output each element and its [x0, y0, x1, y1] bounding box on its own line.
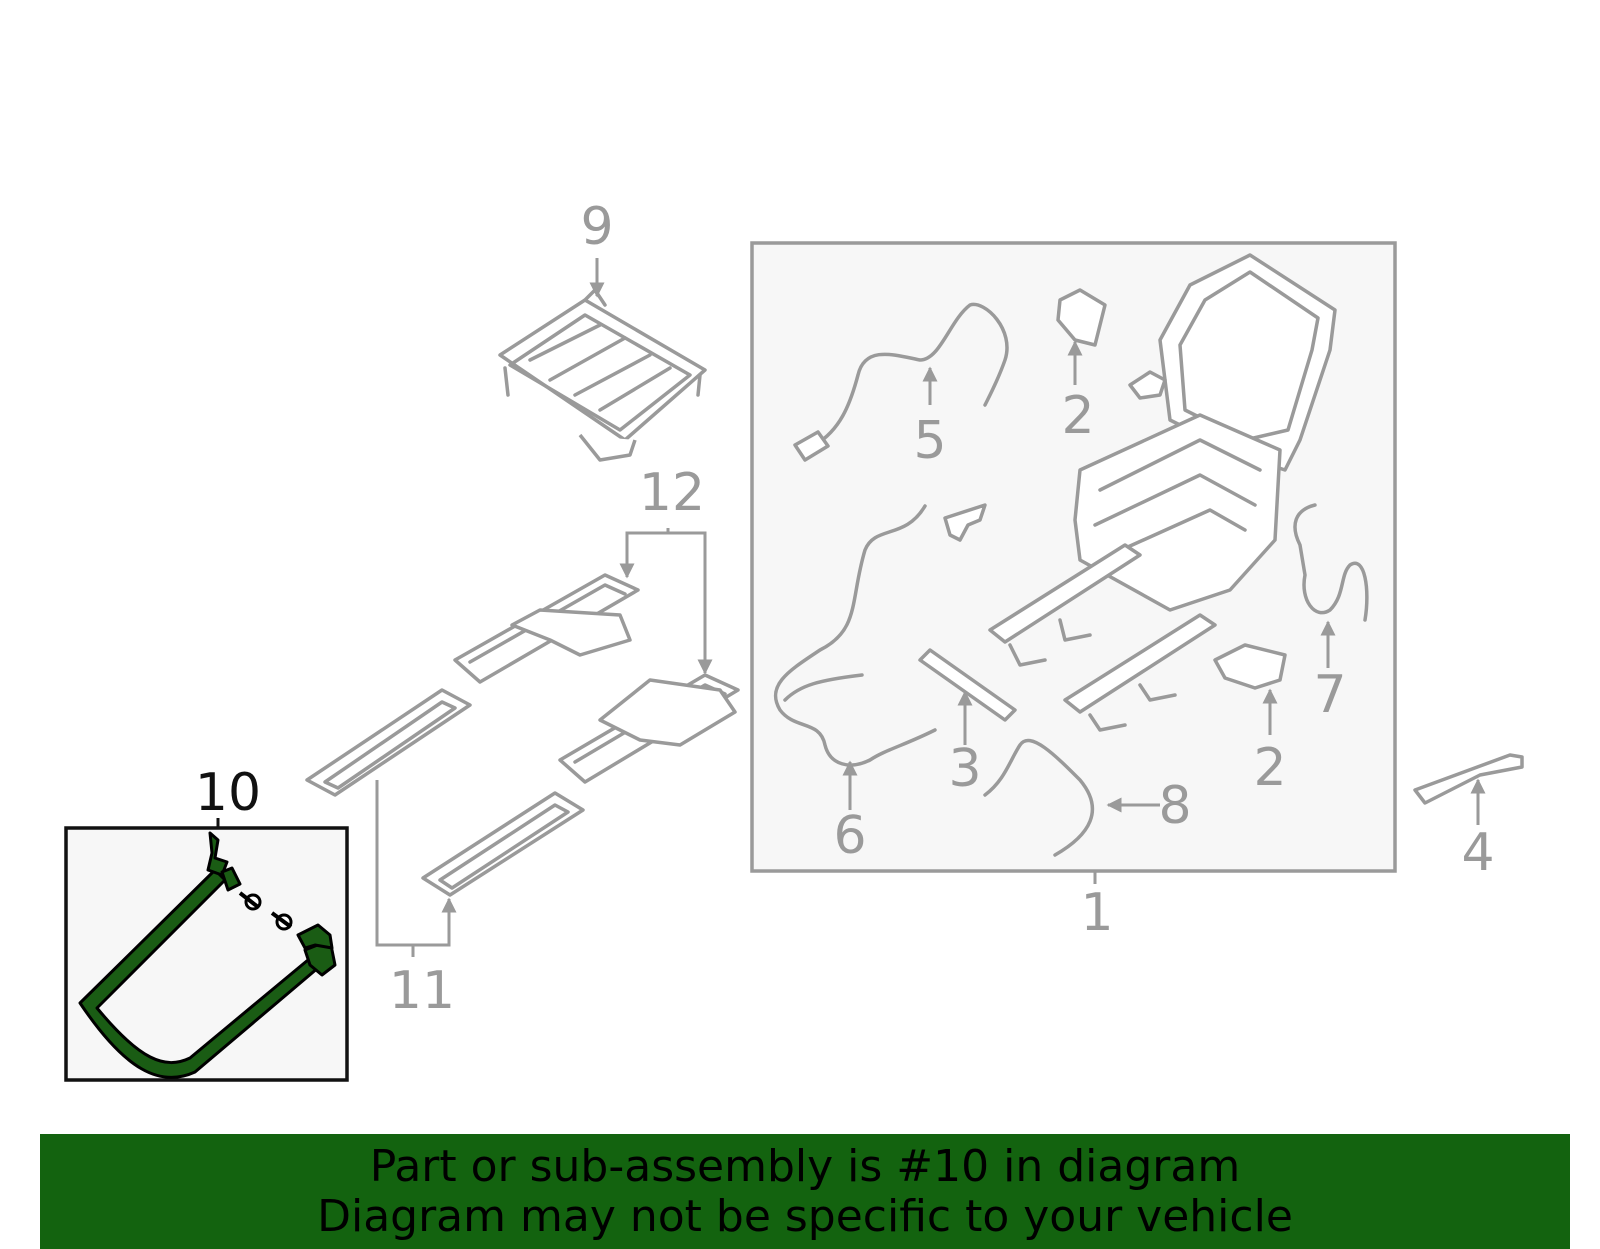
banner-line-2: Diagram may not be specific to your vehi…	[317, 1190, 1293, 1242]
callout-9: 9	[580, 197, 613, 257]
callout-8: 8	[1158, 776, 1191, 836]
part-2-upper-bracket[interactable]	[1056, 288, 1107, 347]
callout-10: 10	[195, 763, 261, 823]
info-banner: Part or sub-assembly is #10 in diagram D…	[40, 1134, 1570, 1249]
part-9-cushion-frame[interactable]	[498, 288, 707, 462]
callout-2-upper: 2	[1061, 386, 1094, 446]
callout-4: 4	[1461, 823, 1494, 883]
part-8-wire[interactable]	[983, 738, 1095, 857]
part-7-cable[interactable]	[1293, 503, 1369, 622]
part-4-trim[interactable]	[1413, 753, 1524, 805]
part-2-lower-bracket[interactable]	[1213, 643, 1287, 690]
part-1-seat-frame[interactable]	[988, 253, 1337, 732]
part-5-cable[interactable]	[793, 302, 1009, 462]
callout-11: 11	[389, 961, 455, 1021]
banner-line-1: Part or sub-assembly is #10 in diagram	[369, 1140, 1241, 1192]
leader-lines	[375, 258, 1486, 957]
callout-3: 3	[948, 739, 981, 799]
part-6-cable[interactable]	[773, 503, 987, 767]
part-12-tracks[interactable]	[453, 573, 740, 784]
callout-6: 6	[833, 806, 866, 866]
callout-12: 12	[639, 463, 705, 523]
part-11-rail-covers[interactable]	[305, 688, 585, 897]
callout-2-lower: 2	[1253, 738, 1286, 798]
part-10-highlight[interactable]	[78, 831, 337, 1079]
callout-1: 1	[1080, 883, 1113, 943]
callout-7: 7	[1313, 665, 1346, 725]
callout-5: 5	[913, 411, 946, 471]
part-3-rod[interactable]	[918, 648, 1017, 722]
